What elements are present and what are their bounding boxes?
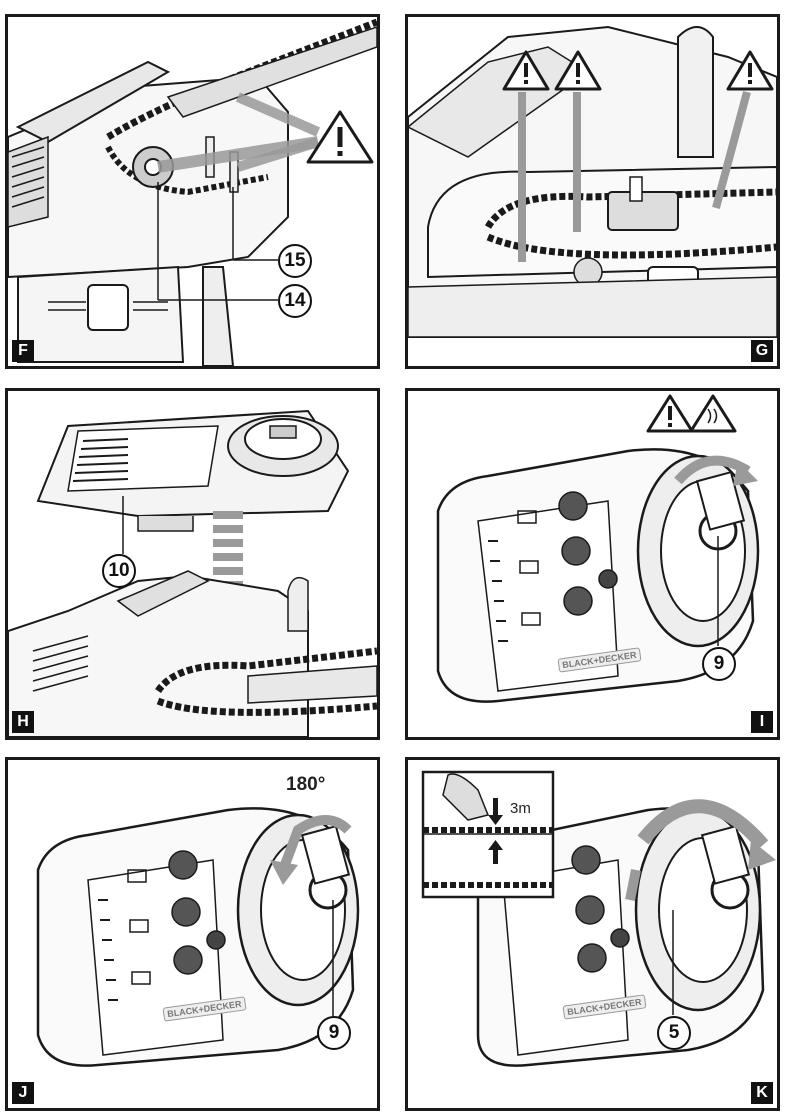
callout-15: 15 [278, 244, 312, 278]
panel-h: 10 H [5, 388, 380, 740]
chain-tension-check-illustration [421, 770, 776, 1067]
warning-triangle-icon [646, 394, 694, 433]
panel-j: 180° BLACK+DECKER 9 J [5, 757, 380, 1111]
panel-i: BLACK+DECKER 9 I [405, 388, 780, 740]
chainsaw-sprocket-illustration [8, 18, 377, 366]
callout-9: 9 [702, 647, 736, 681]
panel-f: 15 14 F [5, 14, 380, 369]
panel-letter-f: F [12, 340, 34, 362]
callout-10: 10 [102, 554, 136, 588]
inset-measurement-label: 3m [510, 800, 531, 817]
knob-rotate-180-illustration [36, 807, 360, 1067]
panel-letter-g: G [751, 340, 773, 362]
warning-triangle-icon [306, 110, 374, 164]
rotation-arrow-icon [637, 799, 769, 850]
panel-letter-h: H [12, 711, 34, 733]
up-arrow-icon [488, 840, 503, 864]
callout-9: 9 [317, 1016, 351, 1050]
warning-triangle-icon [726, 50, 774, 91]
down-arrow-icon [488, 798, 503, 825]
rotation-angle-label: 180° [286, 774, 326, 795]
chainsaw-chain-placement-illustration [408, 25, 777, 338]
panel-letter-j: J [12, 1082, 34, 1104]
tension-knob-illustration [436, 394, 760, 703]
hot-surface-warning-icon [689, 394, 737, 433]
panel-k: 3m BLACK+DECKER 5 K [405, 757, 780, 1111]
callout-14: 14 [278, 284, 312, 318]
warning-triangle-icon [502, 50, 550, 91]
panel-letter-k: K [751, 1082, 773, 1104]
callout-5: 5 [657, 1016, 691, 1050]
panel-g: G [405, 14, 780, 369]
side-cover-fitting-illustration [8, 409, 377, 737]
warning-triangle-icon [554, 50, 602, 91]
panel-letter-i: I [751, 711, 773, 733]
rotation-arrow-icon [278, 815, 352, 872]
